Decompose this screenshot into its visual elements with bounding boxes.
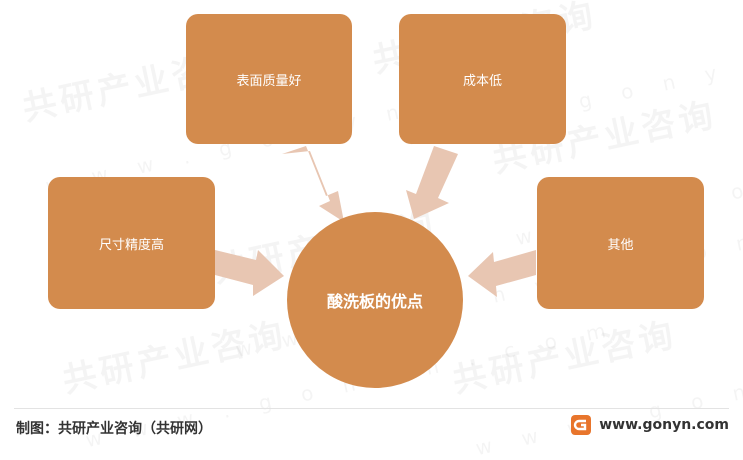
logo-glyph — [574, 419, 587, 431]
arrow-low-cost — [406, 146, 458, 219]
node-label: 其他 — [607, 237, 634, 253]
footer-url[interactable]: www.gonyn.com — [599, 417, 729, 433]
footer-divider — [14, 408, 729, 409]
arrow-other — [468, 250, 536, 297]
center-label: 酸洗板的优点 — [326, 292, 423, 311]
arrow-dimension-precision — [215, 250, 284, 296]
diagram-canvas: 共研产业咨询 w w w . g o n y n . c o m 共研产业咨询 … — [14, 0, 743, 460]
node-surface-quality: 表面质量好 — [186, 14, 352, 144]
arrow-shape — [468, 250, 536, 297]
footer-source: 制图：共研产业咨询（共研网） — [16, 421, 212, 437]
logo-graphic — [571, 415, 592, 435]
arrows-layer — [215, 146, 536, 297]
node-label: 表面质量好 — [236, 73, 302, 89]
node-label: 尺寸精度高 — [98, 237, 164, 253]
node-label: 成本低 — [462, 73, 502, 89]
gonyn-logo-icon — [571, 415, 593, 435]
arrow-shape — [282, 146, 344, 222]
node-low-cost: 成本低 — [399, 14, 566, 144]
footer-brand: www.gonyn.com — [571, 415, 729, 435]
node-dimension-precision: 尺寸精度高 — [48, 177, 215, 309]
arrow-shape — [215, 250, 284, 296]
node-other: 其他 — [537, 177, 704, 309]
arrow-shape — [406, 146, 458, 219]
arrow-surface-quality — [282, 146, 344, 222]
center-node: 酸洗板的优点 — [287, 212, 463, 388]
